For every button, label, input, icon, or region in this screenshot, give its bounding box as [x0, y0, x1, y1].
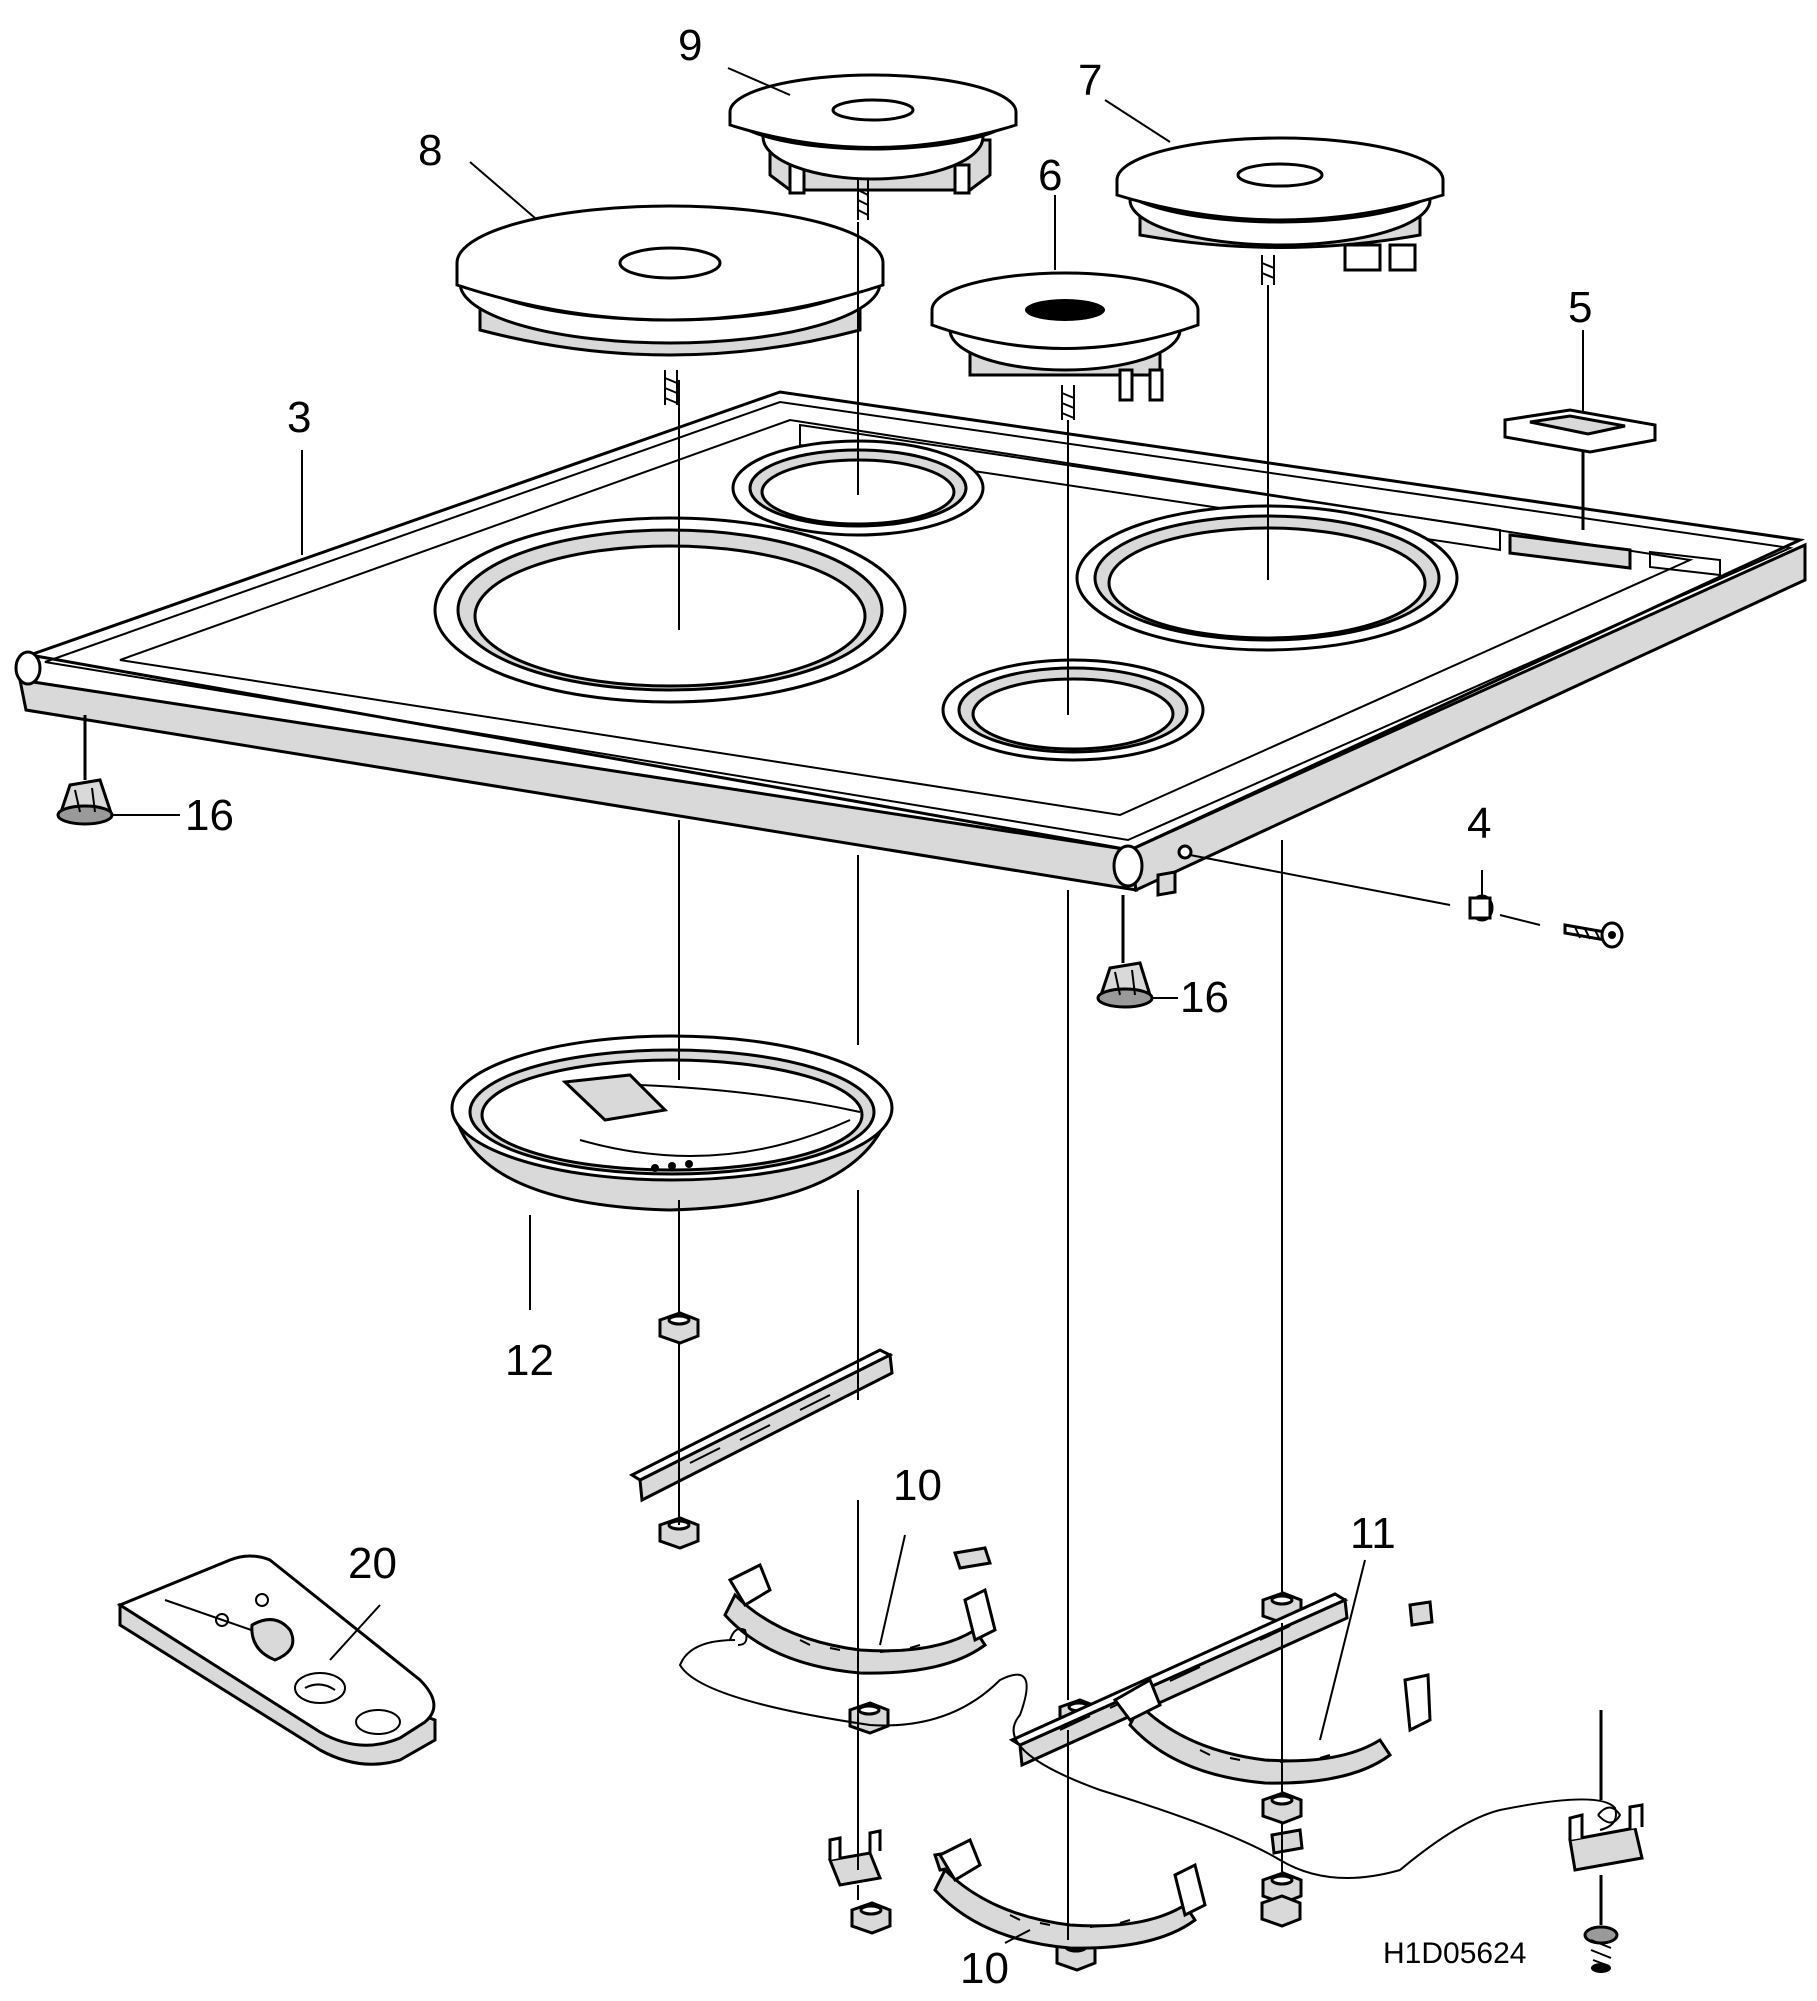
- callout-labels: 9 8 7 6 5 3 16 16 4 12 10 11 10 20 H1D05…: [185, 21, 1592, 1993]
- nut-10: [1260, 1894, 1302, 1928]
- earth-wire-loop: [729, 1627, 748, 1646]
- bracket-10-lower: [933, 1837, 1207, 1950]
- earth-wire-ring: [1597, 1806, 1622, 1824]
- callout-16-right: 16: [1180, 973, 1229, 1022]
- foot-16-right: [1096, 895, 1154, 1009]
- callout-12: 12: [505, 1336, 554, 1385]
- callout-20: 20: [348, 1539, 397, 1588]
- nut-6: [1261, 1791, 1303, 1825]
- indicator-5: [1503, 408, 1657, 530]
- callout-7: 7: [1078, 56, 1102, 105]
- callout-11: 11: [1350, 1509, 1396, 1558]
- callout-3: 3: [287, 393, 311, 442]
- callout-10-upper: 10: [893, 1461, 942, 1510]
- fixing-clip-4: [1189, 854, 1624, 949]
- nut-3: [848, 1701, 890, 1735]
- earth-screw: [1583, 1710, 1619, 1973]
- hotplate-9: [728, 73, 1018, 220]
- earth-wire: [678, 1639, 1617, 1879]
- mounting-bar-right: [1008, 1592, 1349, 1768]
- assembly-lines: [678, 222, 1283, 1940]
- terminal-block: [1270, 1828, 1304, 1855]
- callout-6: 6: [1038, 151, 1062, 200]
- terminal-clip-left: [827, 1829, 883, 1887]
- control-panel-20: [116, 1554, 437, 1766]
- callout-4: 4: [1467, 799, 1491, 848]
- hotplate-6: [930, 271, 1200, 420]
- callout-16-left: 16: [185, 791, 234, 840]
- callout-9: 9: [678, 21, 702, 70]
- terminal-clip-right: [1568, 1803, 1644, 1872]
- mounting-bar-left: [628, 1348, 894, 1503]
- cutout-small-front: [941, 658, 1205, 762]
- hotplate-8: [455, 204, 885, 405]
- nut-8: [850, 1901, 892, 1935]
- drip-tray-12: [450, 1034, 894, 1212]
- bracket-11: [1112, 1673, 1432, 1785]
- nut-1: [658, 1311, 700, 1345]
- leader-lines: [112, 67, 1584, 1944]
- drawing-code: H1D05624: [1383, 1937, 1526, 1970]
- hotplate-7: [1115, 136, 1445, 285]
- spring-clip-b: [1408, 1600, 1434, 1627]
- foot-16-left: [56, 715, 114, 826]
- callout-8: 8: [418, 126, 442, 175]
- hob-top-panel: [14, 390, 1807, 897]
- cutout-large-left: [433, 516, 907, 704]
- callout-5: 5: [1568, 283, 1592, 332]
- spring-clip-a: [953, 1546, 992, 1570]
- callout-10-lower: 10: [960, 1944, 1009, 1993]
- bracket-10-upper: [723, 1562, 997, 1675]
